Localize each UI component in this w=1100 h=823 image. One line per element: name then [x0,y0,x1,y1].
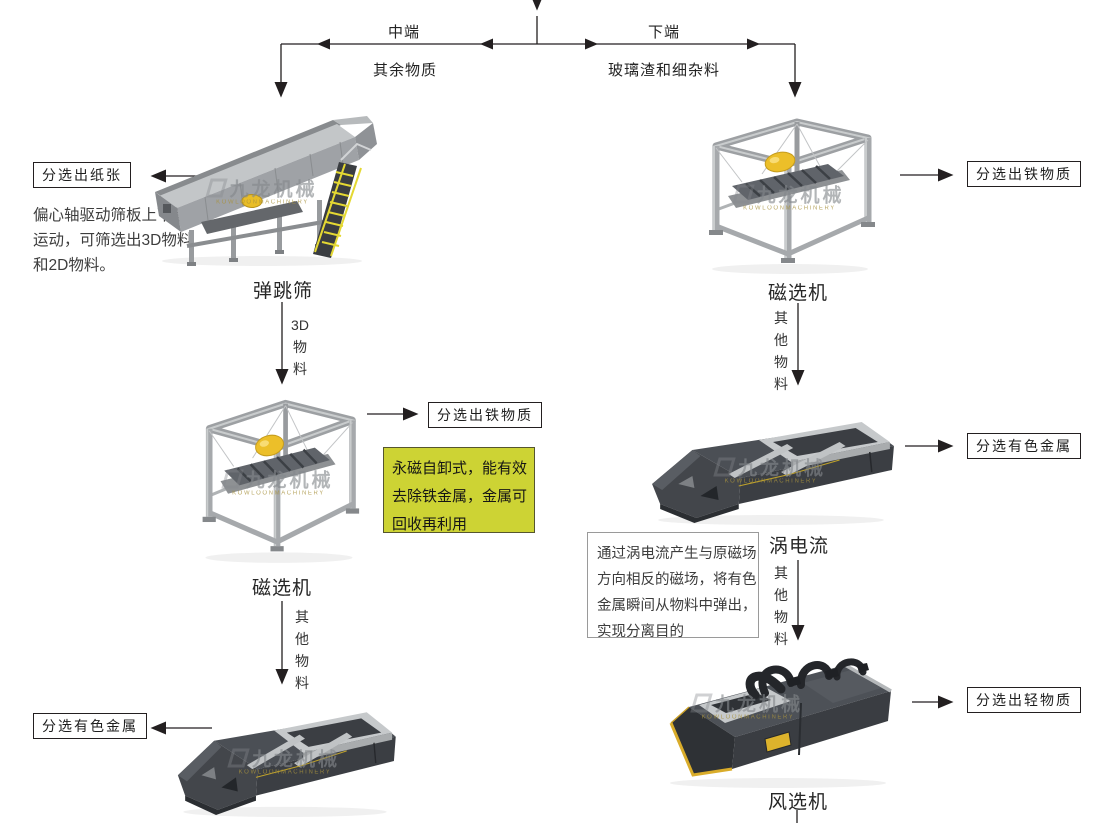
eddy-current-image [652,422,894,525]
machine-air-separator: 九龙机械 KOWLOONMACHINERY [653,643,903,791]
branch-label-mid-end: 中端 [388,24,421,41]
machine-label-air-separator: 风选机 [768,792,829,813]
air-yellow-trim [669,722,733,777]
magnet-plate [224,447,330,486]
eddy-current-image [177,712,396,817]
bounce-screen-image [155,116,377,266]
machine-label-bounce-screen: 弹跳筛 [253,281,314,302]
machine-label-eddy-current: 涡电流 [769,536,830,557]
machine-eddy-current-right: 九龙机械 KOWLOONMACHINERY [640,408,902,526]
magnet-plate [732,164,844,200]
output-box-paper: 分选出纸张 [33,162,131,188]
bounce-staircase [313,142,372,258]
arrowhead-mid-right-outer [747,38,760,50]
branch-material-low: 玻璃渣和细杂料 [608,62,721,79]
branch-material-mid: 其余物质 [373,62,438,79]
air-separator-image [669,658,892,788]
flow-label-other-left: 其 他 物 料 [295,609,309,691]
output-box-light: 分选出轻物质 [967,687,1081,713]
note-bounce-screen: 偏心轴驱动筛板上下前后 运动，可筛选出3D物料 和2D物料。 [33,207,204,274]
output-box-iron-left: 分选出铁物质 [428,402,542,428]
machine-magnetic-separator-right: 九龙机械 KOWLOONMACHINERY [702,110,877,276]
machine-label-magnetic-right: 磁选机 [768,283,829,304]
machine-eddy-current-left: 九龙机械 KOWLOONMACHINERY [167,698,403,818]
output-box-nonferrous-right: 分选有色金属 [967,433,1081,459]
branch-label-low-end: 下端 [648,24,681,41]
arrowhead-mid-left-outer [317,38,330,50]
flow-label-other-right-2: 其 他 物 料 [774,565,788,647]
flow-label-3d-material: 3D 物 料 [291,317,309,377]
arrowhead-mid-right-inner [585,38,598,50]
magnetic-separator-image [709,118,875,274]
bounce-motor-yellow [241,194,263,208]
magnetic-separator-image [202,399,360,563]
output-box-nonferrous-left: 分选有色金属 [33,713,147,739]
machine-label-magnetic-left: 磁选机 [252,578,313,599]
output-box-iron-right: 分选出铁物质 [967,161,1081,187]
machine-magnetic-separator-left: 九龙机械 KOWLOONMACHINERY [196,391,361,565]
magnet-drum-yellow [255,434,284,457]
flow-label-other-right-1: 其 他 物 料 [774,310,788,392]
magnet-drum-yellow [764,151,796,173]
note-magnet-highlight: 永磁自卸式，能有效 去除铁金属，金属可 回收再利用 [383,447,535,533]
machine-bounce-screen: 九龙机械 KOWLOONMACHINERY [145,106,380,268]
note-eddy-current: 通过涡电流产生与原磁场 方向相反的磁场，将有色 金属瞬间从物料中弹出， 实现分离… [587,532,759,638]
arrowhead-mid-left-inner [480,38,493,50]
air-yellow-hatch [764,731,792,753]
